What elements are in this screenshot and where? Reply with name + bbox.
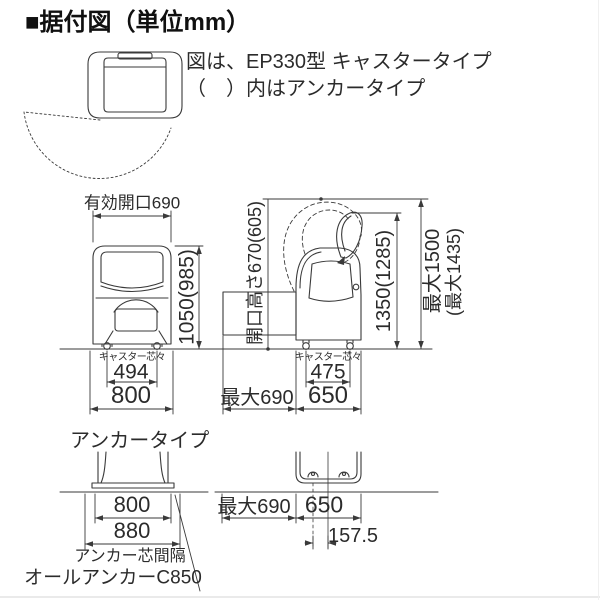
door-swing-leader [23, 111, 101, 121]
dim-side-depth: 650 [307, 382, 349, 409]
front-caster-pitch-label: キャスター芯々 [98, 352, 166, 363]
anchor-front-dimensions [84, 493, 201, 592]
anchor-type-heading: アンカータイプ [70, 430, 210, 452]
anchor-side-dimensions [221, 493, 362, 550]
anchor-front-view [59, 451, 209, 493]
open-flap [222, 291, 297, 336]
side-view-dimensions [222, 197, 429, 415]
dim-front-opening-width: 有効開口690 [83, 193, 181, 213]
dim-side-max-height: 最大1500 [422, 228, 444, 314]
plan-view [23, 51, 183, 179]
door-swing-arc [23, 111, 172, 179]
rotation-arrowhead [337, 256, 345, 265]
dim-side-front-clearance: 最大690 [220, 387, 294, 409]
front-view [92, 245, 172, 350]
dim-anchor-front-pitch: 880 [113, 518, 151, 543]
caster-wheel [103, 342, 111, 350]
dim-anchor-front-width: 800 [113, 492, 151, 517]
page-title: ■据付図（単位mm） [25, 9, 251, 36]
dim-side-opening-height: 開口高さ670(605) [245, 200, 265, 346]
anchor-leader-line [174, 494, 201, 592]
dim-anchor-side-front-clearance: 最大690 [217, 496, 291, 518]
dim-front-height: 1050(985) [175, 249, 199, 345]
dim-anchor-side-depth: 650 [304, 491, 344, 518]
anchor-pitch-label: アンカー芯間隔 [74, 548, 186, 565]
side-caster-pitch-label: キャスター芯々 [294, 352, 362, 363]
caption-line2: （ ）内はアンカータイプ [186, 78, 426, 100]
caster-wheel [153, 342, 161, 350]
front-view-dimensions [89, 210, 204, 415]
caption-line1: 図は、EP330型 キャスタータイプ [186, 51, 492, 73]
dim-side-max-height-anchor: (最大1435) [444, 227, 464, 317]
dim-side-lid-open-height: 1350(1285) [373, 229, 395, 333]
lid-hinge [352, 283, 360, 291]
dim-side-caster-pitch: 475 [310, 360, 346, 384]
dim-anchor-side-offset: 157.5 [327, 525, 379, 547]
side-view [222, 201, 363, 350]
lid-swing-outline [283, 201, 362, 292]
open-lid [336, 211, 363, 259]
dim-front-caster-pitch: 494 [113, 360, 149, 384]
caster-wheel [346, 342, 354, 350]
dim-front-width: 800 [110, 382, 152, 409]
anchor-spec-label: オールアンカーC850 [24, 567, 202, 589]
caster-wheel [302, 342, 310, 350]
